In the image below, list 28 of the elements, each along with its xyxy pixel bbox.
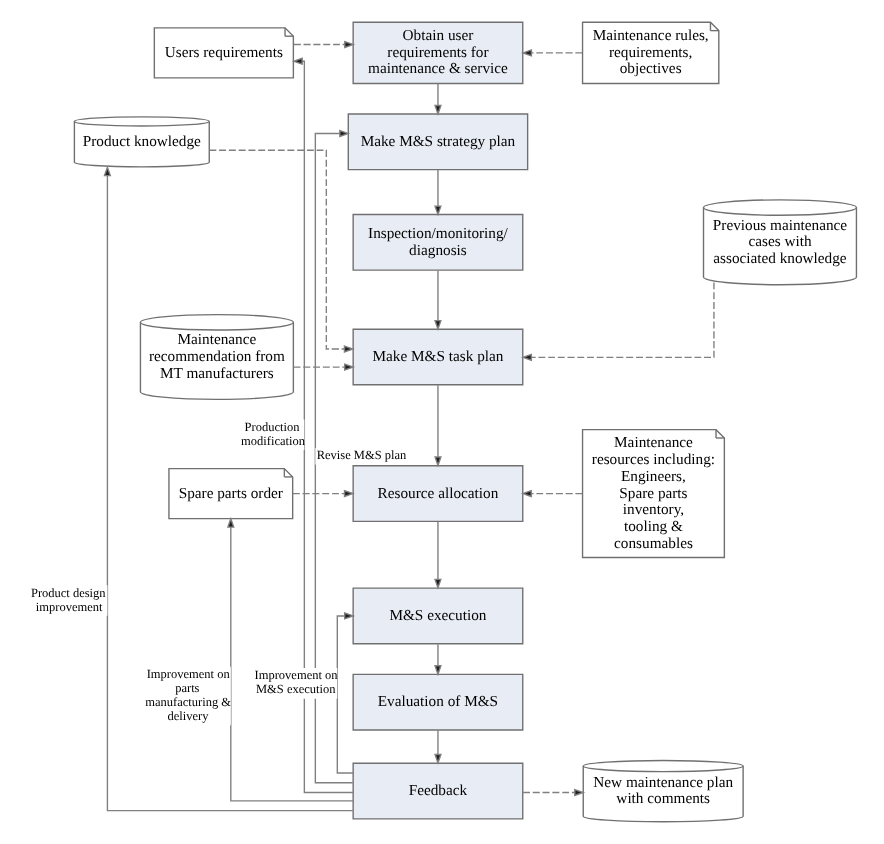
arrow [207,149,354,353]
arrow [313,129,353,784]
arrow [433,521,441,590]
arrow [225,516,353,802]
arrow [433,169,441,217]
arrow [433,643,441,677]
arrow [335,612,355,774]
arrow [102,165,353,812]
arrow [433,269,441,332]
node-box: Inspection/monitoring/ diagnosis [351,213,523,271]
arrow [519,489,582,498]
arrow [292,40,355,49]
node-box: Make M&S task plan [351,328,523,386]
node-box: Feedback [351,762,523,820]
arrow [519,281,714,362]
arrow [521,788,585,797]
node-box: Resource allocation [351,465,523,523]
arrow [433,384,441,468]
node-box: Make M&S strategy plan [346,113,528,171]
arrow [520,49,582,57]
arrow [433,82,441,116]
node-box: M&S execution [351,587,523,645]
node-box: Obtain user requirements for maintenance & service [351,21,523,85]
arrow [290,57,353,794]
arrow [291,489,354,498]
arrow [433,729,441,765]
arrow [291,363,355,371]
node-box: Evaluation of M&S [351,673,523,731]
